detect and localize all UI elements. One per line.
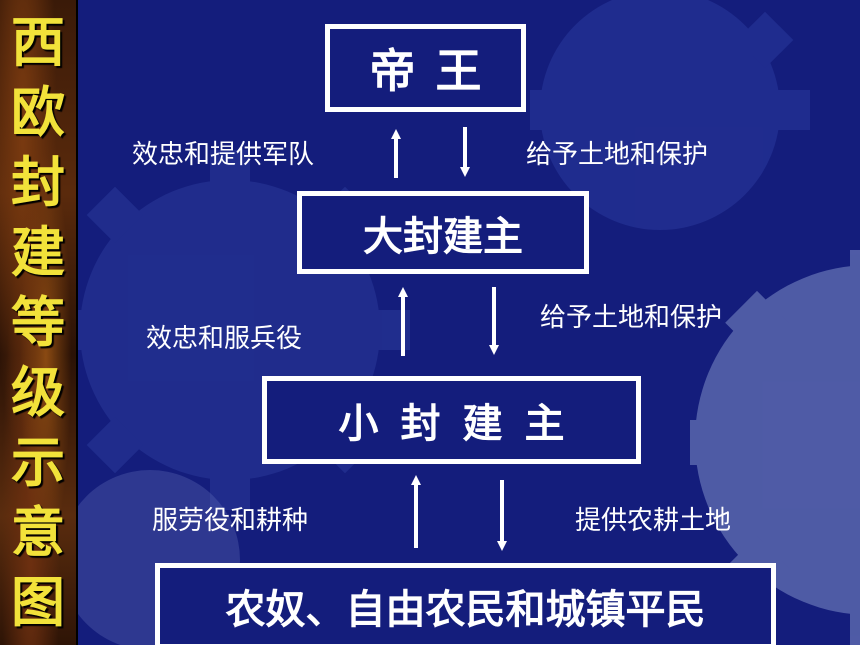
great-lord-box: 大封建主	[297, 191, 589, 274]
title-char: 封	[11, 151, 65, 214]
title-char: 等	[11, 291, 65, 354]
title-char: 欧	[11, 81, 65, 144]
title-strip: 西 欧 封 建 等 级 示 意 图	[0, 0, 76, 645]
label-provide-farmland: 提供农耕土地	[575, 506, 732, 536]
lesser-lord-box: 小封建主	[262, 376, 641, 464]
title-char: 级	[11, 361, 65, 424]
label-land-protection-2: 给予土地和保护	[540, 303, 723, 333]
label-loyalty-service: 效忠和服兵役	[146, 324, 303, 354]
label-loyalty-troops: 效忠和提供军队	[132, 140, 315, 170]
emperor-box: 帝王	[325, 24, 526, 112]
title-strip-divider	[76, 0, 78, 645]
label-land-protection-1: 给予土地和保护	[526, 140, 709, 170]
gear-decoration-right	[690, 250, 860, 645]
title-char: 示	[11, 431, 65, 494]
title-char: 西	[11, 11, 65, 74]
label-labor-farming: 服劳役和耕种	[152, 506, 309, 536]
title-char: 意	[11, 501, 65, 564]
peasants-box: 农奴、自由农民和城镇平民	[155, 563, 776, 645]
title-char: 建	[11, 221, 65, 284]
title-char: 图	[11, 571, 65, 634]
vertical-title: 西 欧 封 建 等 级 示 意 图	[4, 8, 72, 638]
